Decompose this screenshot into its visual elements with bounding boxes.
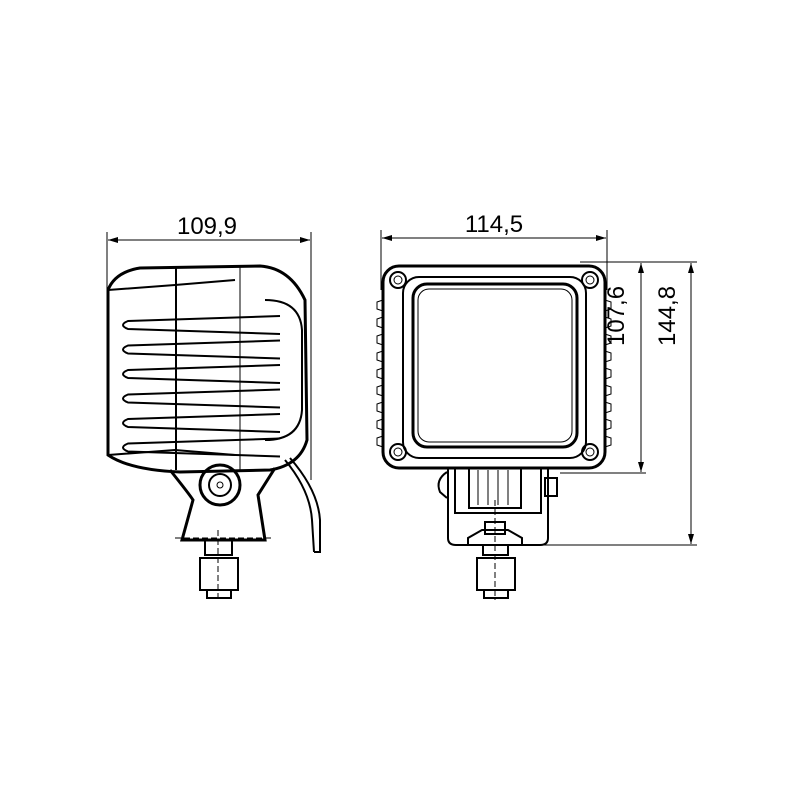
housing-rib (604, 367, 612, 380)
side-width-label: 109,9 (177, 213, 237, 240)
front-width-dimension: 114,5 (380, 211, 608, 290)
side-view: 109,9 (106, 213, 321, 600)
cooling-fin (122, 339, 281, 360)
housing-rib (376, 401, 384, 414)
lens (411, 282, 579, 449)
housing-rib (376, 435, 384, 448)
cooling-fins (122, 315, 281, 458)
housing-rib (604, 418, 612, 431)
side-housing (106, 264, 309, 474)
housing-rib (604, 350, 612, 363)
front-mount-bracket (437, 467, 558, 600)
side-width-dimension: 109,9 (106, 213, 312, 480)
housing-rib (604, 401, 612, 414)
housing-rib (376, 367, 384, 380)
housing-rib (604, 299, 612, 312)
cooling-fin (122, 315, 281, 335)
housing-rib (376, 350, 384, 363)
pivot-knob (198, 463, 242, 507)
cooling-fin (122, 413, 281, 433)
housing-rib (604, 384, 612, 397)
lens-height-label: 107,6 (603, 286, 630, 346)
cooling-fin (122, 364, 281, 384)
total-height-label: 144,8 (654, 286, 681, 346)
housing-rib (376, 418, 384, 431)
housing-rib (604, 316, 612, 329)
side-mount-bracket (168, 457, 321, 600)
front-housing (376, 264, 612, 470)
housing-rib (376, 333, 384, 346)
housing-rib (604, 435, 612, 448)
housing-rib (376, 384, 384, 397)
corner-screws (389, 271, 599, 461)
side-ribs (376, 299, 612, 448)
cooling-fin (122, 388, 281, 409)
front-height-dimensions: 107,6 144,8 (540, 261, 697, 546)
housing-rib (376, 299, 384, 312)
front-view: 114,5 107,6 144,8 (376, 211, 697, 600)
housing-rib (376, 316, 384, 329)
front-width-label: 114,5 (465, 211, 523, 238)
cooling-fin (122, 437, 281, 458)
housing-rib (604, 333, 612, 346)
